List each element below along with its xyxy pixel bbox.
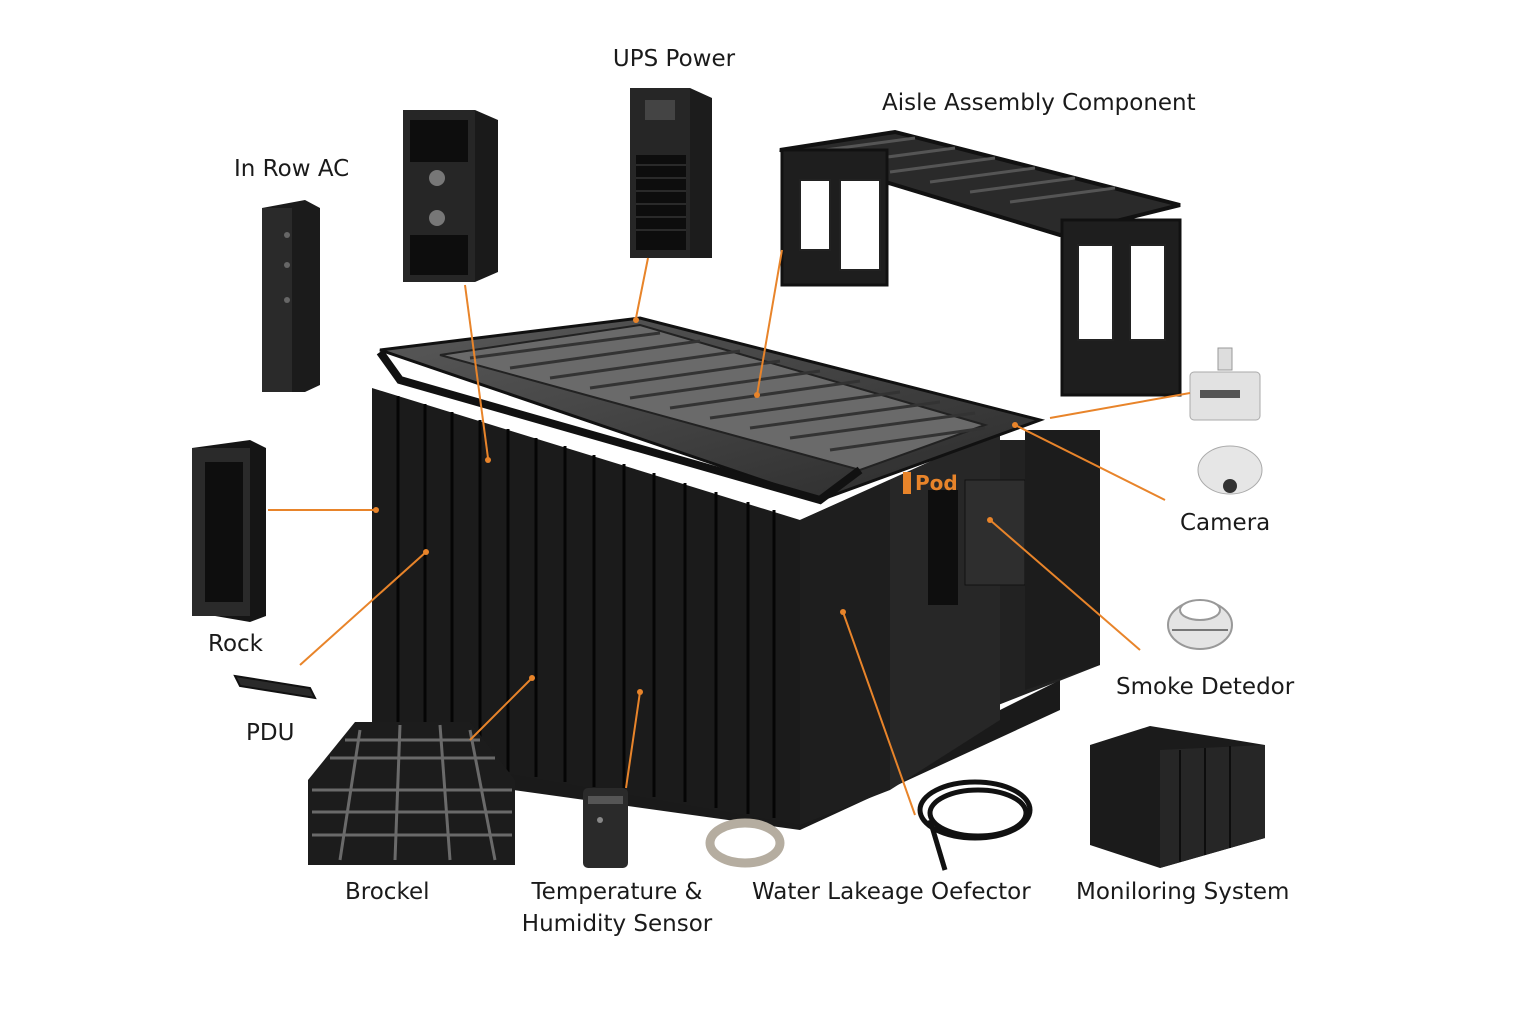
label-brockel: Brockel [345, 879, 430, 905]
label-rock: Rock [208, 631, 263, 657]
label-temp-sensor-line2: Humidity Sensor [521, 911, 713, 937]
label-in-row-ac: In Row AC [234, 156, 350, 182]
bullet-camera-icon [1189, 347, 1261, 421]
leader-dots [373, 317, 1018, 695]
aisle-frame-icon [779, 129, 1182, 397]
leak-tape-icon [705, 818, 785, 868]
leader-lines [268, 249, 1191, 816]
dome-camera-icon [1197, 445, 1263, 495]
pod-logo: Pod [903, 471, 958, 495]
label-water-leakage: Water Lakeage Oefector [752, 879, 1031, 905]
water-leakage-icons [705, 779, 1033, 871]
label-ups-power: UPS Power [612, 46, 736, 72]
label-pdu: PDU [246, 720, 295, 746]
pdu-strip-icon [233, 674, 317, 700]
roof-panels [469, 331, 986, 452]
cable-coil-icon [917, 779, 1033, 871]
pod-logo-text: Pod [915, 471, 958, 495]
in-row-ac-unit-icon [403, 110, 498, 282]
sensor-icon [583, 788, 628, 868]
in-row-ac-side-unit-icon [262, 200, 320, 392]
label-monitoring-system: Moniloring System [1076, 879, 1290, 905]
label-camera: Camera [1180, 510, 1271, 536]
smoke-detector-icon [1167, 599, 1233, 650]
pod-container: Pod [370, 316, 1100, 830]
bracket-icon [308, 722, 515, 865]
camera-icons [1189, 347, 1263, 495]
label-aisle-assembly: Aisle Assembly Component [882, 90, 1196, 116]
label-temp-sensor-line1: Temperature & [531, 879, 703, 905]
label-smoke-detector: Smoke Detedor [1116, 674, 1295, 700]
rack-icon [192, 440, 266, 622]
ups-cabinet-icon [630, 88, 712, 258]
pod-door-panels [396, 396, 776, 818]
monitoring-cabinet-icon [1090, 726, 1265, 868]
